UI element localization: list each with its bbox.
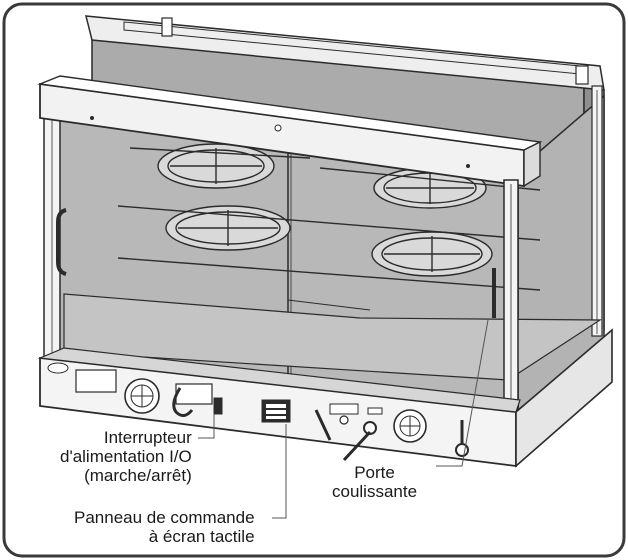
callout-power-switch-line3: (marche/arrêt): [84, 466, 192, 485]
callout-sliding-door-line2: coulissante: [332, 482, 418, 501]
fan-icon: [124, 378, 427, 443]
cabinet-right-front-post: [492, 179, 519, 411]
rocker-switch-icon: [213, 397, 223, 415]
rotating-racks: [117, 143, 541, 291]
callout-power-switch: Interrupteur d'alimentation I/O (marche/…: [60, 428, 192, 485]
callout-sliding-door: Porte coulissante: [332, 463, 417, 501]
callout-power-switch-line2: d'alimentation I/O: [60, 447, 192, 466]
callout-control-panel-line2: à écran tactile: [148, 527, 255, 546]
callout-control-panel-line1: Panneau de commande: [74, 508, 255, 527]
cabinet-top-frame: [85, 15, 605, 91]
callout-sliding-door-line1: Porte: [354, 463, 395, 482]
power-cord-icon: [172, 387, 377, 462]
touchscreen-panel-icon: [261, 399, 291, 423]
leader-lines: [198, 319, 489, 519]
callout-power-switch-line1: Interrupteur: [103, 428, 192, 447]
cabinet-front-beam: [37, 75, 543, 188]
callout-control-panel: Panneau de commande à écran tactile: [74, 508, 255, 546]
cabinet-floor: [63, 293, 602, 381]
